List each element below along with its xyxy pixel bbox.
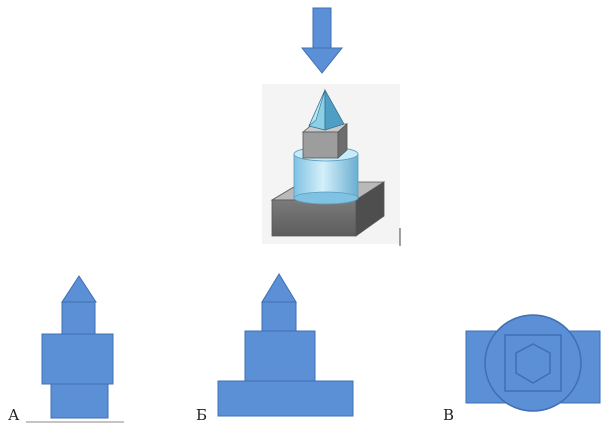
option-v-label: В bbox=[443, 406, 455, 424]
option-v-view[interactable] bbox=[465, 314, 601, 412]
option-a-label: А bbox=[8, 406, 20, 424]
pyramid bbox=[308, 88, 345, 131]
view-direction-arrow bbox=[300, 7, 344, 74]
object-3d-illustration bbox=[262, 84, 401, 246]
option-b-label: Б bbox=[196, 406, 208, 424]
option-a-view[interactable] bbox=[26, 275, 124, 423]
option-b-view[interactable] bbox=[217, 273, 354, 417]
